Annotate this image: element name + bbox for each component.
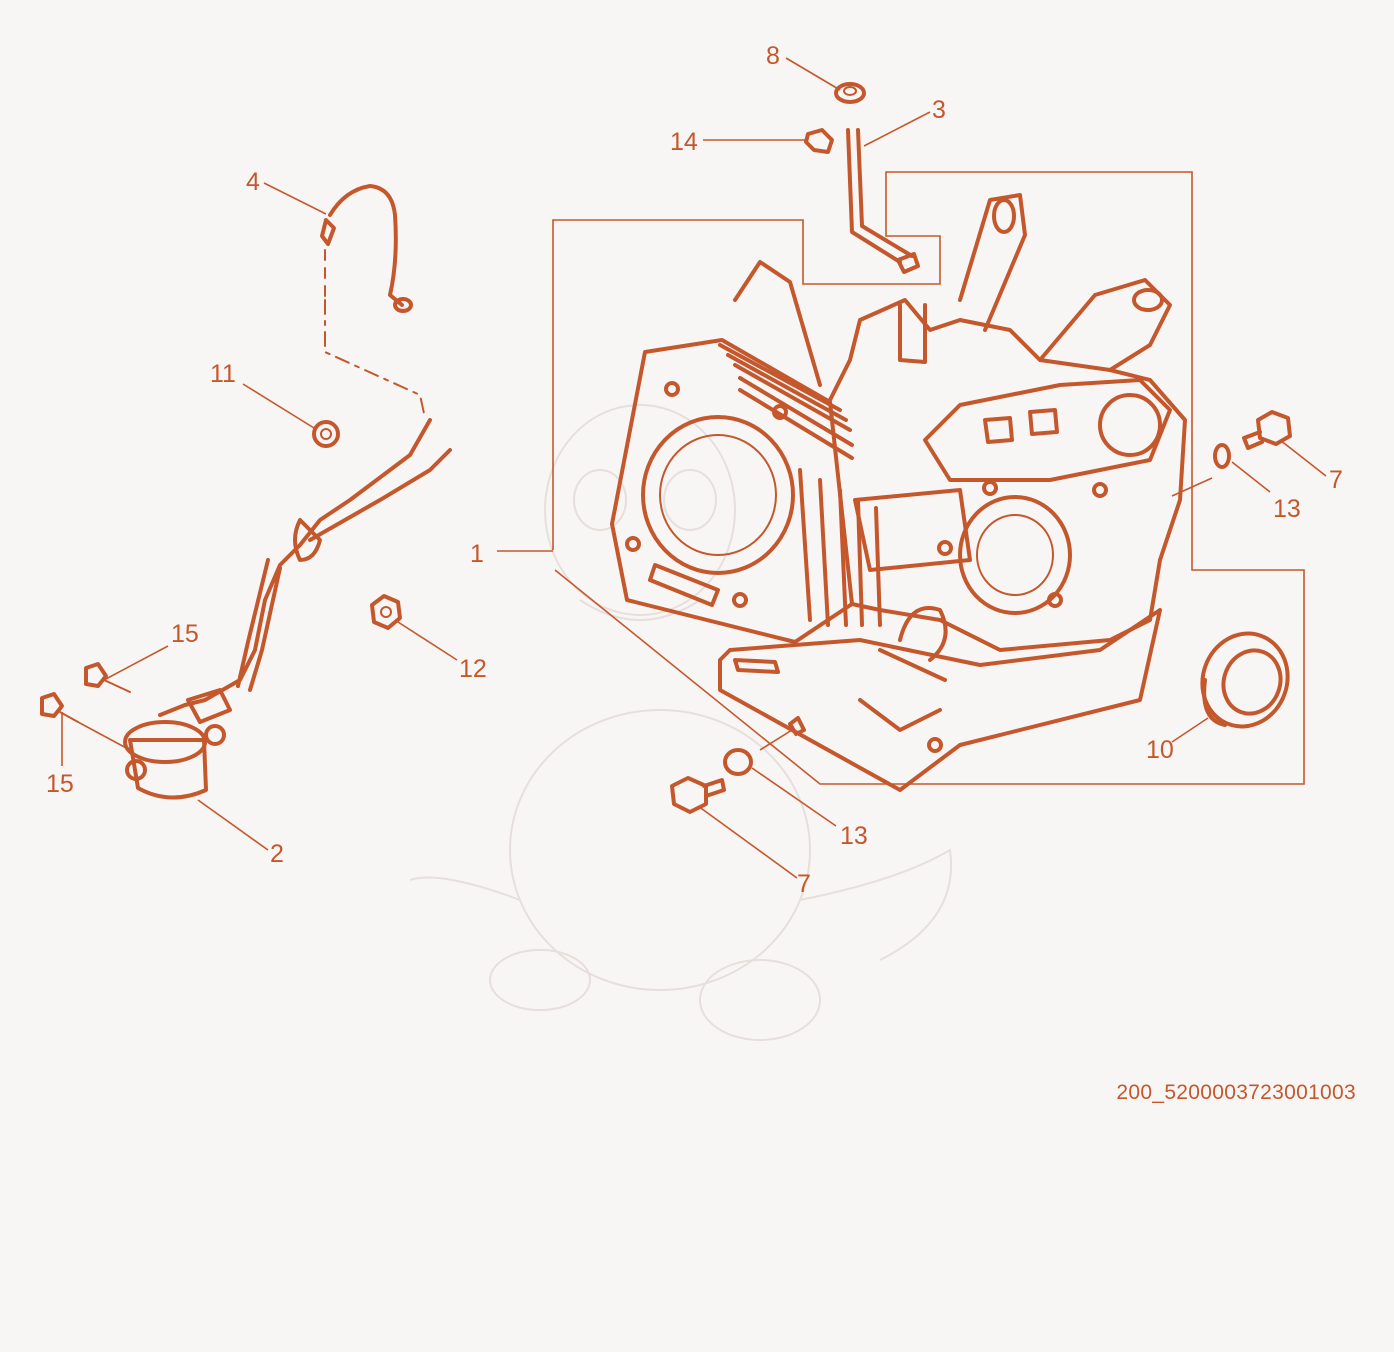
callout-13: 13 [840,822,868,850]
callout-10: 10 [1146,736,1174,764]
callout-4: 4 [246,168,260,196]
leader-line [77,721,131,751]
mount-ear-left [733,260,822,387]
flange-bolt-icon [1242,410,1292,450]
callout-12: 12 [459,655,487,683]
cylinder-bore [641,415,795,575]
callout-3: 3 [932,96,946,124]
cooling-fins-top [718,343,854,460]
flange-bolt-icon [670,776,726,814]
leader-line [397,621,458,661]
cylinder-bore-inner [659,434,777,556]
callout-labels: 1 2 3 4 7 7 8 10 11 12 13 13 14 15 15 [46,42,1343,898]
oil-sensor-icon [123,299,452,800]
mount-ear-hole [992,198,1016,234]
callout-11: 11 [210,360,236,388]
leader-line [1171,477,1213,497]
callout-7: 7 [797,870,811,898]
leader-line [863,111,931,147]
callout-7: 7 [1329,466,1343,494]
callout-15: 15 [171,620,199,648]
assembly-bracket-lines [552,171,1305,785]
callout-2: 2 [270,840,284,868]
sump-hole [927,737,943,753]
screw-icon [40,662,131,723]
leader-line [759,729,793,751]
leader-lines [61,57,1327,879]
head-slot [648,563,720,607]
oil-sump-base [718,608,1162,792]
leader-line [197,799,269,851]
case-bolt-hole [1092,482,1108,498]
sump-slot [733,658,780,674]
callout-1: 1 [470,540,484,568]
drawing-code: 200_5200003723001003 [1116,1081,1356,1104]
washer-icon [312,420,340,448]
sump-ribs [858,648,947,732]
head-bolt-hole [732,592,748,608]
callout-8: 8 [766,42,780,70]
valve-chamber [923,378,1172,482]
breather-tube-icon [846,128,920,274]
clip-icon [804,128,834,154]
callout-15: 15 [46,770,74,798]
head-bolt-hole [664,381,680,397]
sump-drain-boss [898,606,948,662]
mount-ear-hole [1132,288,1164,312]
washer-icon [723,748,753,776]
mount-ear-right [1038,278,1172,372]
case-bolt-hole [1047,592,1063,608]
head-bolt-hole [625,536,641,552]
watermark-mascot-icon [409,404,953,1041]
leader-line [697,805,798,879]
cooling-fins-side [798,468,882,627]
leader-line [103,645,169,681]
side-cover-face [853,488,972,572]
cylinder-block-icon [610,193,1187,792]
leader-line [1279,439,1327,477]
crank-bearing-bore [958,495,1072,615]
ground-wire-icon [320,184,413,313]
case-bolt-hole [937,540,953,556]
crankcase-outline [828,298,1187,652]
leader-line [242,383,315,429]
leader-line [1231,461,1271,493]
valve-ports [983,408,1059,444]
nut-icon [370,594,402,630]
leader-line [785,57,841,91]
cylinder-head-face [610,338,854,644]
leader-line [751,767,837,827]
callout-13: 13 [1273,495,1301,523]
case-bolt-hole [982,480,998,496]
locating-pin-icon [788,716,806,736]
nut-icon [834,82,866,104]
washer-icon [1213,443,1231,469]
oil-seal-icon [1200,631,1290,729]
breather-boss [898,303,927,364]
leader-line [1171,717,1209,743]
mount-ear-top [958,193,1027,332]
crank-bearing-inner [976,514,1054,596]
callout-14: 14 [670,128,698,156]
camshaft-bore [1098,393,1162,457]
leader-line [263,182,327,215]
